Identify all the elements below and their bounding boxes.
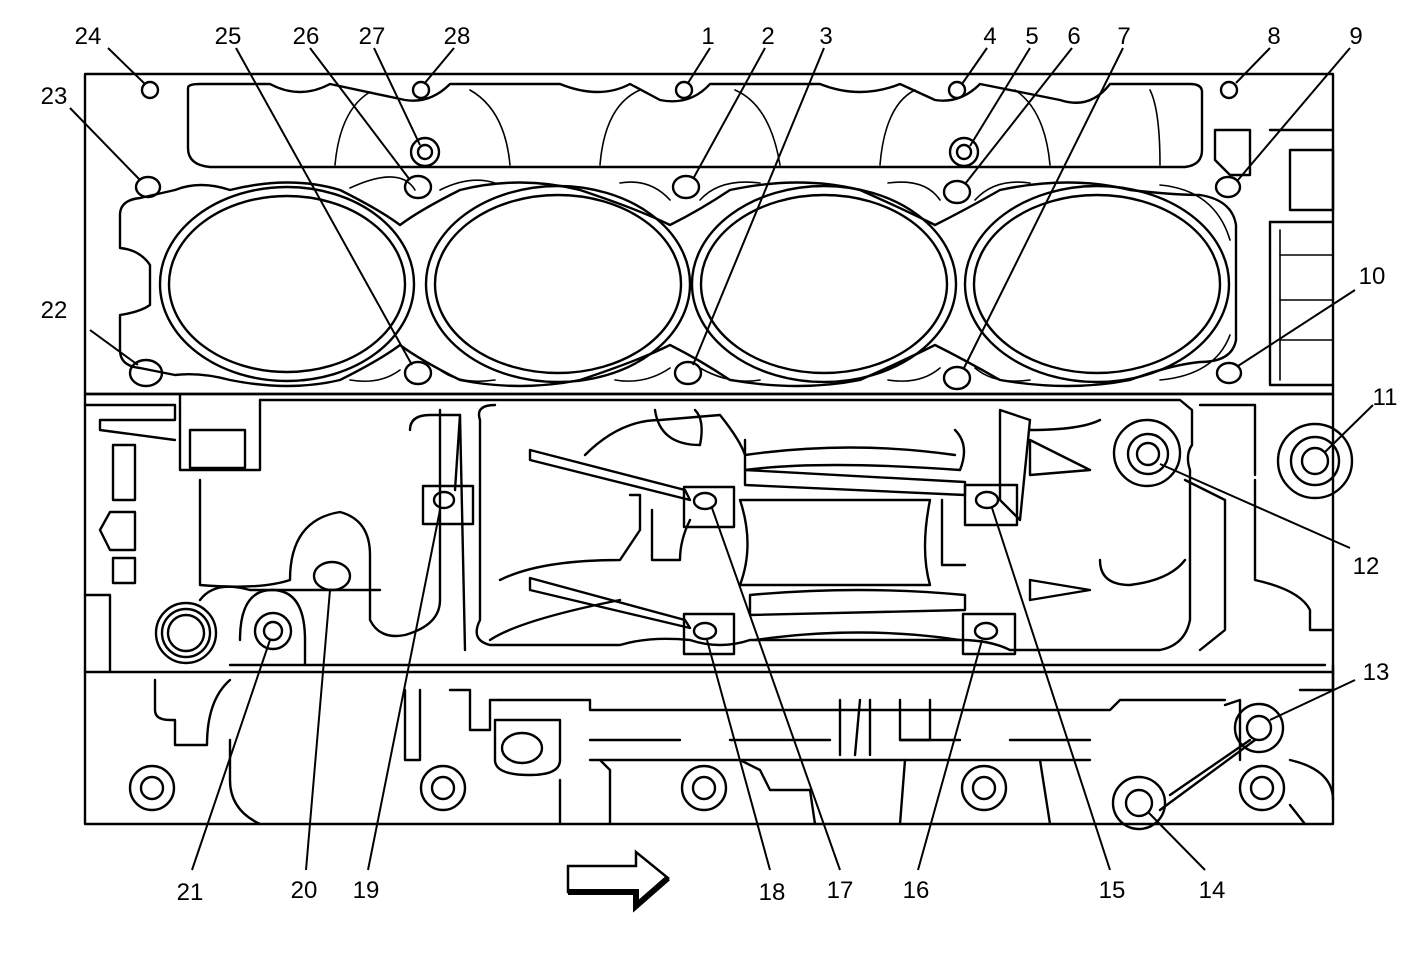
callout-2: 2 (761, 23, 774, 50)
upper-deck (83, 72, 1335, 396)
callout-5: 5 (1025, 23, 1038, 50)
callout-12: 12 (1353, 553, 1380, 580)
right-arrow-icon (566, 849, 670, 913)
crank-bolt-bosses (421, 483, 1019, 656)
lower-block (83, 392, 1354, 831)
callout-11: 11 (1373, 384, 1398, 411)
callout-19: 19 (353, 877, 380, 904)
callout-24: 24 (75, 23, 102, 50)
callout-27: 27 (359, 23, 386, 50)
callout-17: 17 (827, 877, 854, 904)
callout-3: 3 (819, 23, 832, 50)
callout-6: 6 (1067, 23, 1080, 50)
cylinder-bores (158, 184, 1231, 384)
callout-8: 8 (1267, 23, 1280, 50)
callout-26: 26 (293, 23, 320, 50)
callout-7: 7 (1117, 23, 1130, 50)
oil-pan-rail (128, 663, 1335, 831)
block-ribs (488, 408, 1187, 642)
head-bolt-holes (128, 174, 1243, 391)
callout-16: 16 (903, 877, 930, 904)
leader-lines (69, 47, 1374, 871)
callout-1: 1 (701, 23, 714, 50)
callout-21: 21 (177, 879, 204, 906)
callout-18: 18 (759, 879, 786, 906)
callout-20: 20 (291, 877, 318, 904)
callout-labels: 1 2 3 4 5 6 7 8 9 10 11 12 13 14 15 16 1… (41, 23, 1398, 906)
callout-15: 15 (1099, 877, 1126, 904)
callout-22: 22 (41, 297, 68, 324)
callout-4: 4 (983, 23, 996, 50)
callout-9: 9 (1349, 23, 1362, 50)
callout-14: 14 (1199, 877, 1226, 904)
top-bolt-holes (140, 80, 1239, 168)
callout-10: 10 (1359, 263, 1386, 290)
callout-28: 28 (444, 23, 471, 50)
callout-25: 25 (215, 23, 242, 50)
callout-23: 23 (41, 83, 68, 110)
callout-13: 13 (1363, 659, 1390, 686)
